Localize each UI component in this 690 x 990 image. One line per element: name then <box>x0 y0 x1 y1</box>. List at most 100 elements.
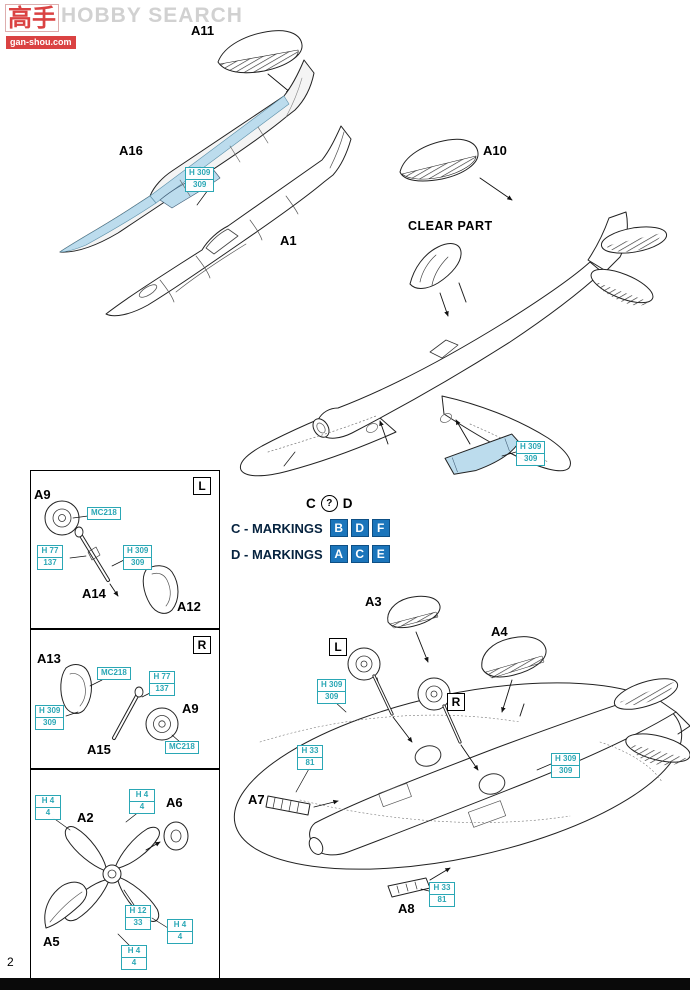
bottom-bar <box>0 978 690 990</box>
paint-number: 33 <box>126 916 150 929</box>
markings-row-d-label: D - MARKINGS <box>231 546 323 562</box>
part-label-a4: A4 <box>491 624 508 639</box>
paint-callout-h4: H 4 4 <box>167 919 193 944</box>
paint-code: MC218 <box>91 508 117 517</box>
paint-code: H 4 <box>135 790 149 799</box>
markings-row-c: C - MARKINGS B D F <box>231 519 390 537</box>
paint-callout-mc218: MC218 <box>87 507 121 520</box>
paint-code: H 309 <box>321 680 343 689</box>
paint-callout-h4: H 4 4 <box>121 945 147 970</box>
left-gear-box <box>30 470 220 630</box>
watermark: 高手 HOBBY SEARCH gan-shou.com <box>5 4 243 50</box>
landing-gear-left-drawing <box>347 647 413 743</box>
paint-callout-h309: H 309 309 <box>516 441 546 466</box>
markings-row-d: D - MARKINGS A C E <box>231 545 390 563</box>
part-label-a9-left: A9 <box>34 487 51 502</box>
paint-callout-h309: H 309 309 <box>35 705 65 730</box>
paint-code: H 77 <box>41 546 59 555</box>
version-d-label: D <box>342 496 353 511</box>
part-label-a11: A11 <box>191 23 215 38</box>
gear-left-box-art <box>44 500 179 614</box>
propeller-box-art <box>44 810 189 947</box>
left-side-marker: L <box>193 477 211 495</box>
paint-code: H 4 <box>41 796 55 805</box>
paint-callout-h309: H 309 309 <box>123 545 153 570</box>
version-query-icon: ? <box>320 495 338 512</box>
paint-callout-h33: H 33 81 <box>429 882 455 907</box>
paint-number: 137 <box>38 556 62 569</box>
paint-callout-h33: H 33 81 <box>297 745 323 770</box>
paint-number: 309 <box>186 178 214 191</box>
markings-option-box: B <box>329 519 348 537</box>
paint-number: 4 <box>168 930 192 943</box>
markings-option-box: D <box>350 519 369 537</box>
assembled-airframe-drawing <box>239 211 668 477</box>
paint-callout-h4: H 4 4 <box>129 789 155 814</box>
paint-callout-h309: H 309 309 <box>551 753 581 778</box>
paint-code: H 309 <box>520 442 542 451</box>
paint-callout-h77: H 77 137 <box>37 545 63 570</box>
paint-number: 309 <box>124 556 152 569</box>
paint-code: H 33 <box>433 883 451 892</box>
paint-callout-mc218: MC218 <box>165 741 199 754</box>
right-gear-box <box>30 628 220 770</box>
underside-airframe-drawing <box>233 677 690 870</box>
fuselage-half-a16-drawing <box>59 59 315 253</box>
paint-number: 4 <box>122 956 146 969</box>
paint-callout-h77: H 77 137 <box>149 671 175 696</box>
paint-number: 309 <box>552 764 580 777</box>
version-c-label: C <box>306 496 316 511</box>
stabilizer-a10-drawing <box>399 138 513 201</box>
part-label-a7: A7 <box>248 792 265 807</box>
paint-code: H 4 <box>127 946 141 955</box>
part-label-a10: A10 <box>483 143 507 158</box>
part-label-a2: A2 <box>77 810 94 825</box>
paint-code: H 309 <box>189 168 211 177</box>
paint-callout-h12: H 12 33 <box>125 905 151 930</box>
underside-left-marker: L <box>329 638 347 656</box>
paint-code: H 33 <box>301 746 319 755</box>
part-a4-drawing <box>481 636 547 713</box>
paint-code: MC218 <box>101 668 127 677</box>
part-label-a16: A16 <box>119 143 143 158</box>
part-label-a8: A8 <box>398 901 415 916</box>
part-label-a14: A14 <box>82 586 106 601</box>
page-number: 2 <box>7 955 14 969</box>
part-label-a3: A3 <box>365 594 382 609</box>
paint-number: 137 <box>150 682 174 695</box>
paint-code: MC218 <box>169 742 195 751</box>
right-side-marker: R <box>193 636 211 654</box>
part-a7-drawing <box>265 795 339 816</box>
paint-callout-h309: H 309 309 <box>317 679 347 704</box>
gear-right-box-art <box>60 664 181 743</box>
paint-number: 309 <box>318 690 346 703</box>
version-indicator: C ? D <box>306 495 353 512</box>
part-label-a5: A5 <box>43 934 60 949</box>
markings-option-box: E <box>371 545 390 563</box>
paint-callout-mc218: MC218 <box>97 667 131 680</box>
part-label-a12: A12 <box>177 599 201 614</box>
part-label-a9-right: A9 <box>182 701 199 716</box>
paint-number: 81 <box>430 893 454 906</box>
stabilizer-a11-drawing <box>217 30 303 94</box>
paint-code: H 4 <box>173 920 187 929</box>
part-a3-drawing <box>387 595 441 663</box>
landing-gear-right-drawing <box>417 677 479 771</box>
fuselage-half-a1-drawing <box>105 125 352 317</box>
markings-option-box: C <box>350 545 369 563</box>
watermark-site-badge: gan-shou.com <box>5 35 77 50</box>
part-label-a6: A6 <box>166 795 183 810</box>
markings-row-c-label: C - MARKINGS <box>231 520 323 536</box>
paint-callout-h309: H 309 309 <box>185 167 215 192</box>
markings-option-box: A <box>329 545 348 563</box>
part-label-a1: A1 <box>280 233 297 248</box>
paint-callout-h4: H 4 4 <box>35 795 61 820</box>
clear-part-label: CLEAR PART <box>408 219 493 233</box>
paint-code: H 309 <box>555 754 577 763</box>
paint-code: H 309 <box>39 706 61 715</box>
paint-code: H 77 <box>153 672 171 681</box>
paint-code: H 309 <box>127 546 149 555</box>
paint-number: 4 <box>130 800 154 813</box>
watermark-en-text: HOBBY SEARCH <box>61 4 243 27</box>
